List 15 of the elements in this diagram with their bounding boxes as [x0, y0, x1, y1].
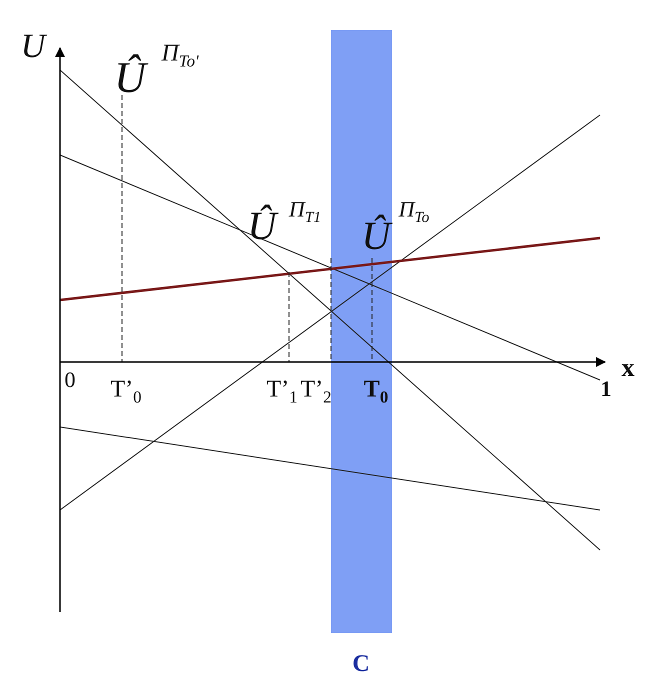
axis-label: x — [622, 355, 634, 381]
axis-label: U — [20, 30, 46, 64]
math-symbol: Û — [248, 206, 276, 246]
region-label: C — [352, 652, 370, 676]
math-superscript: Π$_{To'}$ — [161, 42, 199, 70]
tick-label: T’$_{1}$ — [266, 378, 298, 406]
tick-label: T’$_{0}$ — [110, 378, 142, 406]
math-symbol: Û — [114, 56, 146, 100]
math-superscript: Π$_{T1}$ — [288, 198, 322, 226]
tick-label: T’$_{2}$ — [300, 378, 332, 406]
tick-label: 1 — [600, 378, 612, 400]
tick-label: T$_{0}$ — [364, 378, 388, 406]
tick-label: 0 — [64, 369, 76, 391]
math-superscript: Π$_{To}$ — [398, 198, 430, 226]
math-symbol: Û — [362, 216, 390, 256]
